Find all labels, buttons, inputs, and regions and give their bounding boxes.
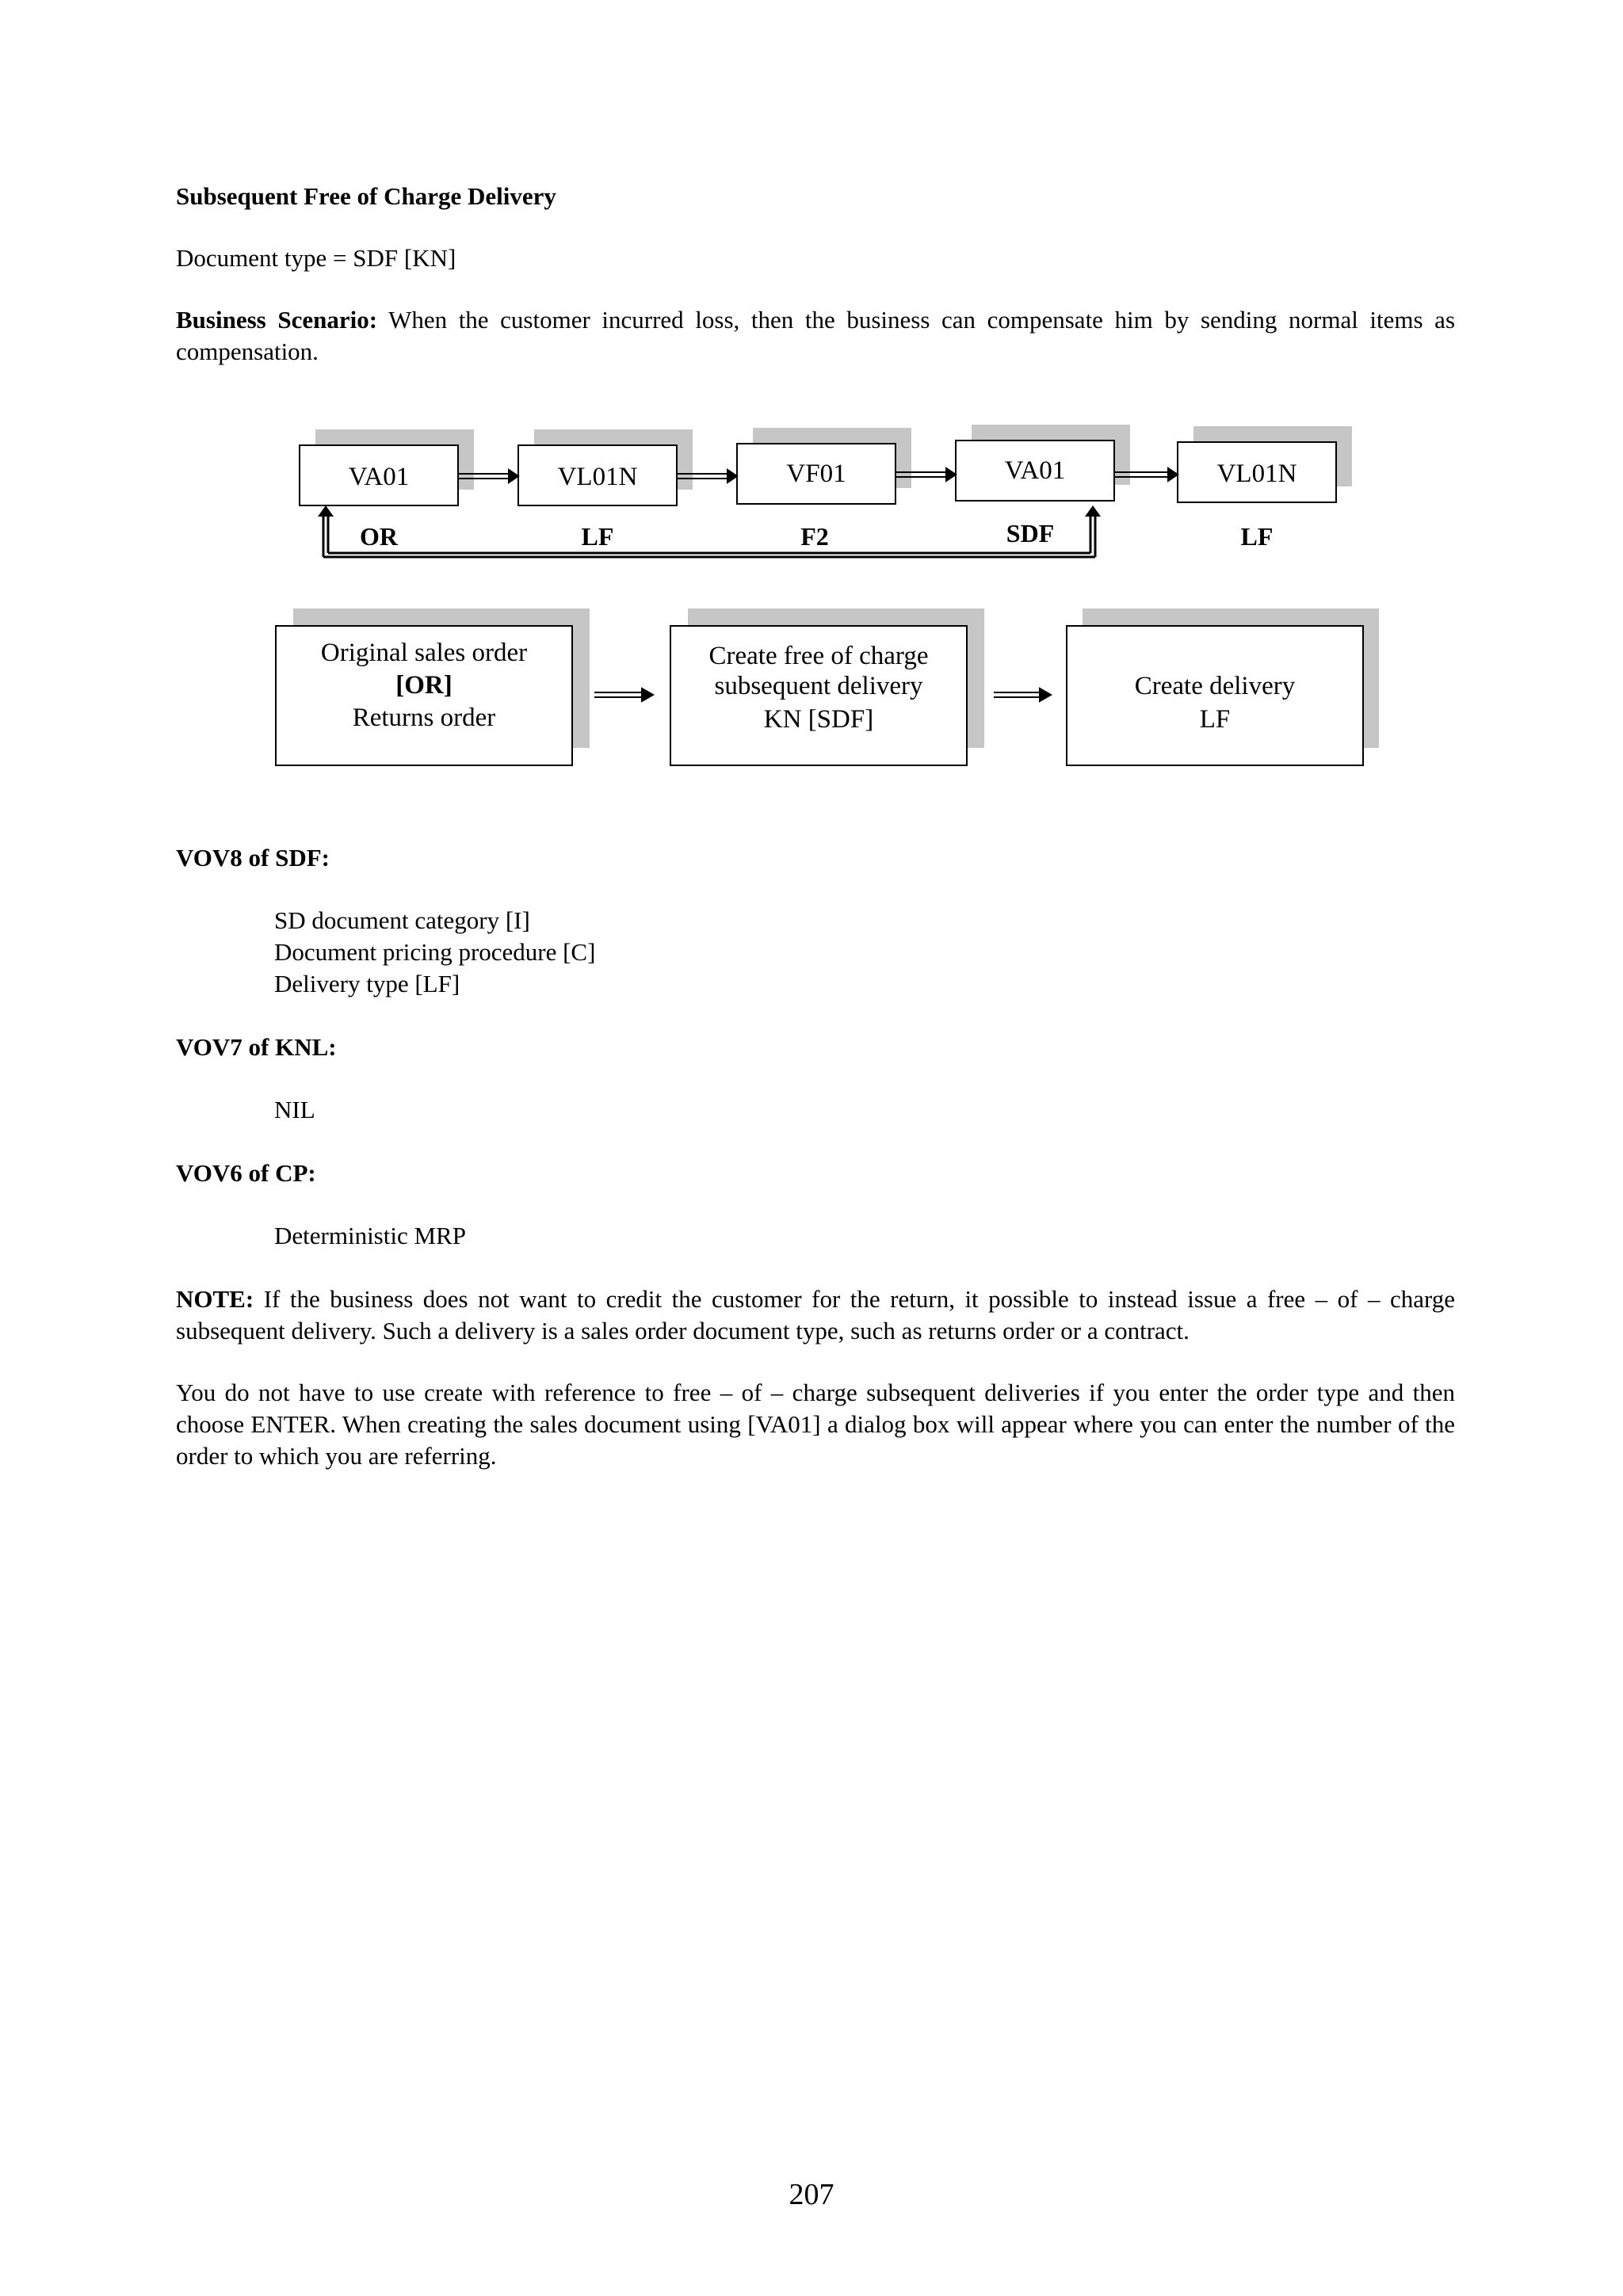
vov8-item: Document pricing procedure [C] xyxy=(274,938,596,966)
flow-box-vf01-f2: VF01 xyxy=(736,443,896,505)
closing-paragraph: You do not have to use create with refer… xyxy=(176,1379,1455,1470)
vov8-item: Delivery type [LF] xyxy=(274,970,460,997)
summary-box-line: LF xyxy=(1200,705,1231,734)
document-type-line: Document type = SDF [KN] xyxy=(176,244,456,272)
business-scenario-paragraph: Business Scenario: When the customer inc… xyxy=(176,304,1455,368)
vov7-value: NIL xyxy=(274,1096,315,1123)
flow-arrows-top xyxy=(458,467,1179,484)
summary-box-original-order: Original sales order [OR] Returns order xyxy=(275,625,573,766)
summary-box-create-delivery: Create delivery LF xyxy=(1066,625,1364,766)
vov6-value: Deterministic MRP xyxy=(274,1222,466,1249)
note-text: If the business does not want to credit … xyxy=(176,1285,1455,1344)
section-heading: Subsequent Free of Charge Delivery xyxy=(176,182,556,210)
flow-box-label: VL01N xyxy=(1217,460,1297,488)
business-scenario-text: When the customer incurred loss, then th… xyxy=(176,306,1456,365)
process-flow-diagram: VA01 VL01N VF01 VA01 VL01N OR xyxy=(275,425,1379,766)
vov7-title: VOV7 of KNL: xyxy=(176,1033,337,1061)
vov8-title: VOV8 of SDF: xyxy=(176,844,330,871)
business-scenario-label: Business Scenario: xyxy=(176,306,378,334)
summary-box-line: Original sales order xyxy=(321,639,527,667)
return-loop-arrow xyxy=(318,505,1101,559)
flow-label-lf: LF xyxy=(582,522,614,551)
flow-box-label: VA01 xyxy=(349,463,409,491)
summary-box-line: Create delivery xyxy=(1135,672,1296,700)
flow-box-label: VA01 xyxy=(1005,456,1065,485)
summary-box-line: Returns order xyxy=(353,704,496,732)
vov8-item: SD document category [I] xyxy=(274,906,530,934)
flow-label-sdf: SDF xyxy=(1006,519,1054,547)
flow-box-vl01n-lf: VL01N xyxy=(517,444,678,506)
note-label: NOTE: xyxy=(176,1285,254,1313)
flow-box-vl01n-lf-2: VL01N xyxy=(1177,441,1337,503)
flow-box-va01-sdf: VA01 xyxy=(955,440,1115,502)
summary-box-line: subsequent delivery xyxy=(714,672,923,700)
flow-box-label: VF01 xyxy=(786,460,846,488)
summary-box-line: Create free of charge xyxy=(709,642,929,670)
flow-label-or: OR xyxy=(360,522,399,551)
summary-box-free-of-charge: Create free of charge subsequent deliver… xyxy=(670,625,968,766)
flow-box-label: VL01N xyxy=(558,463,638,491)
flow-label-f2: F2 xyxy=(800,522,829,551)
note-paragraph: NOTE: If the business does not want to c… xyxy=(176,1283,1455,1347)
summary-box-line: [OR] xyxy=(395,671,452,700)
flow-label-lf-2: LF xyxy=(1241,522,1274,551)
flow-arrows-bottom xyxy=(594,687,1053,703)
page-number: 207 xyxy=(789,2178,834,2211)
flow-box-va01-or: VA01 xyxy=(299,444,459,506)
summary-box-line: KN [SDF] xyxy=(764,705,873,734)
vov6-title: VOV6 of CP: xyxy=(176,1159,316,1187)
